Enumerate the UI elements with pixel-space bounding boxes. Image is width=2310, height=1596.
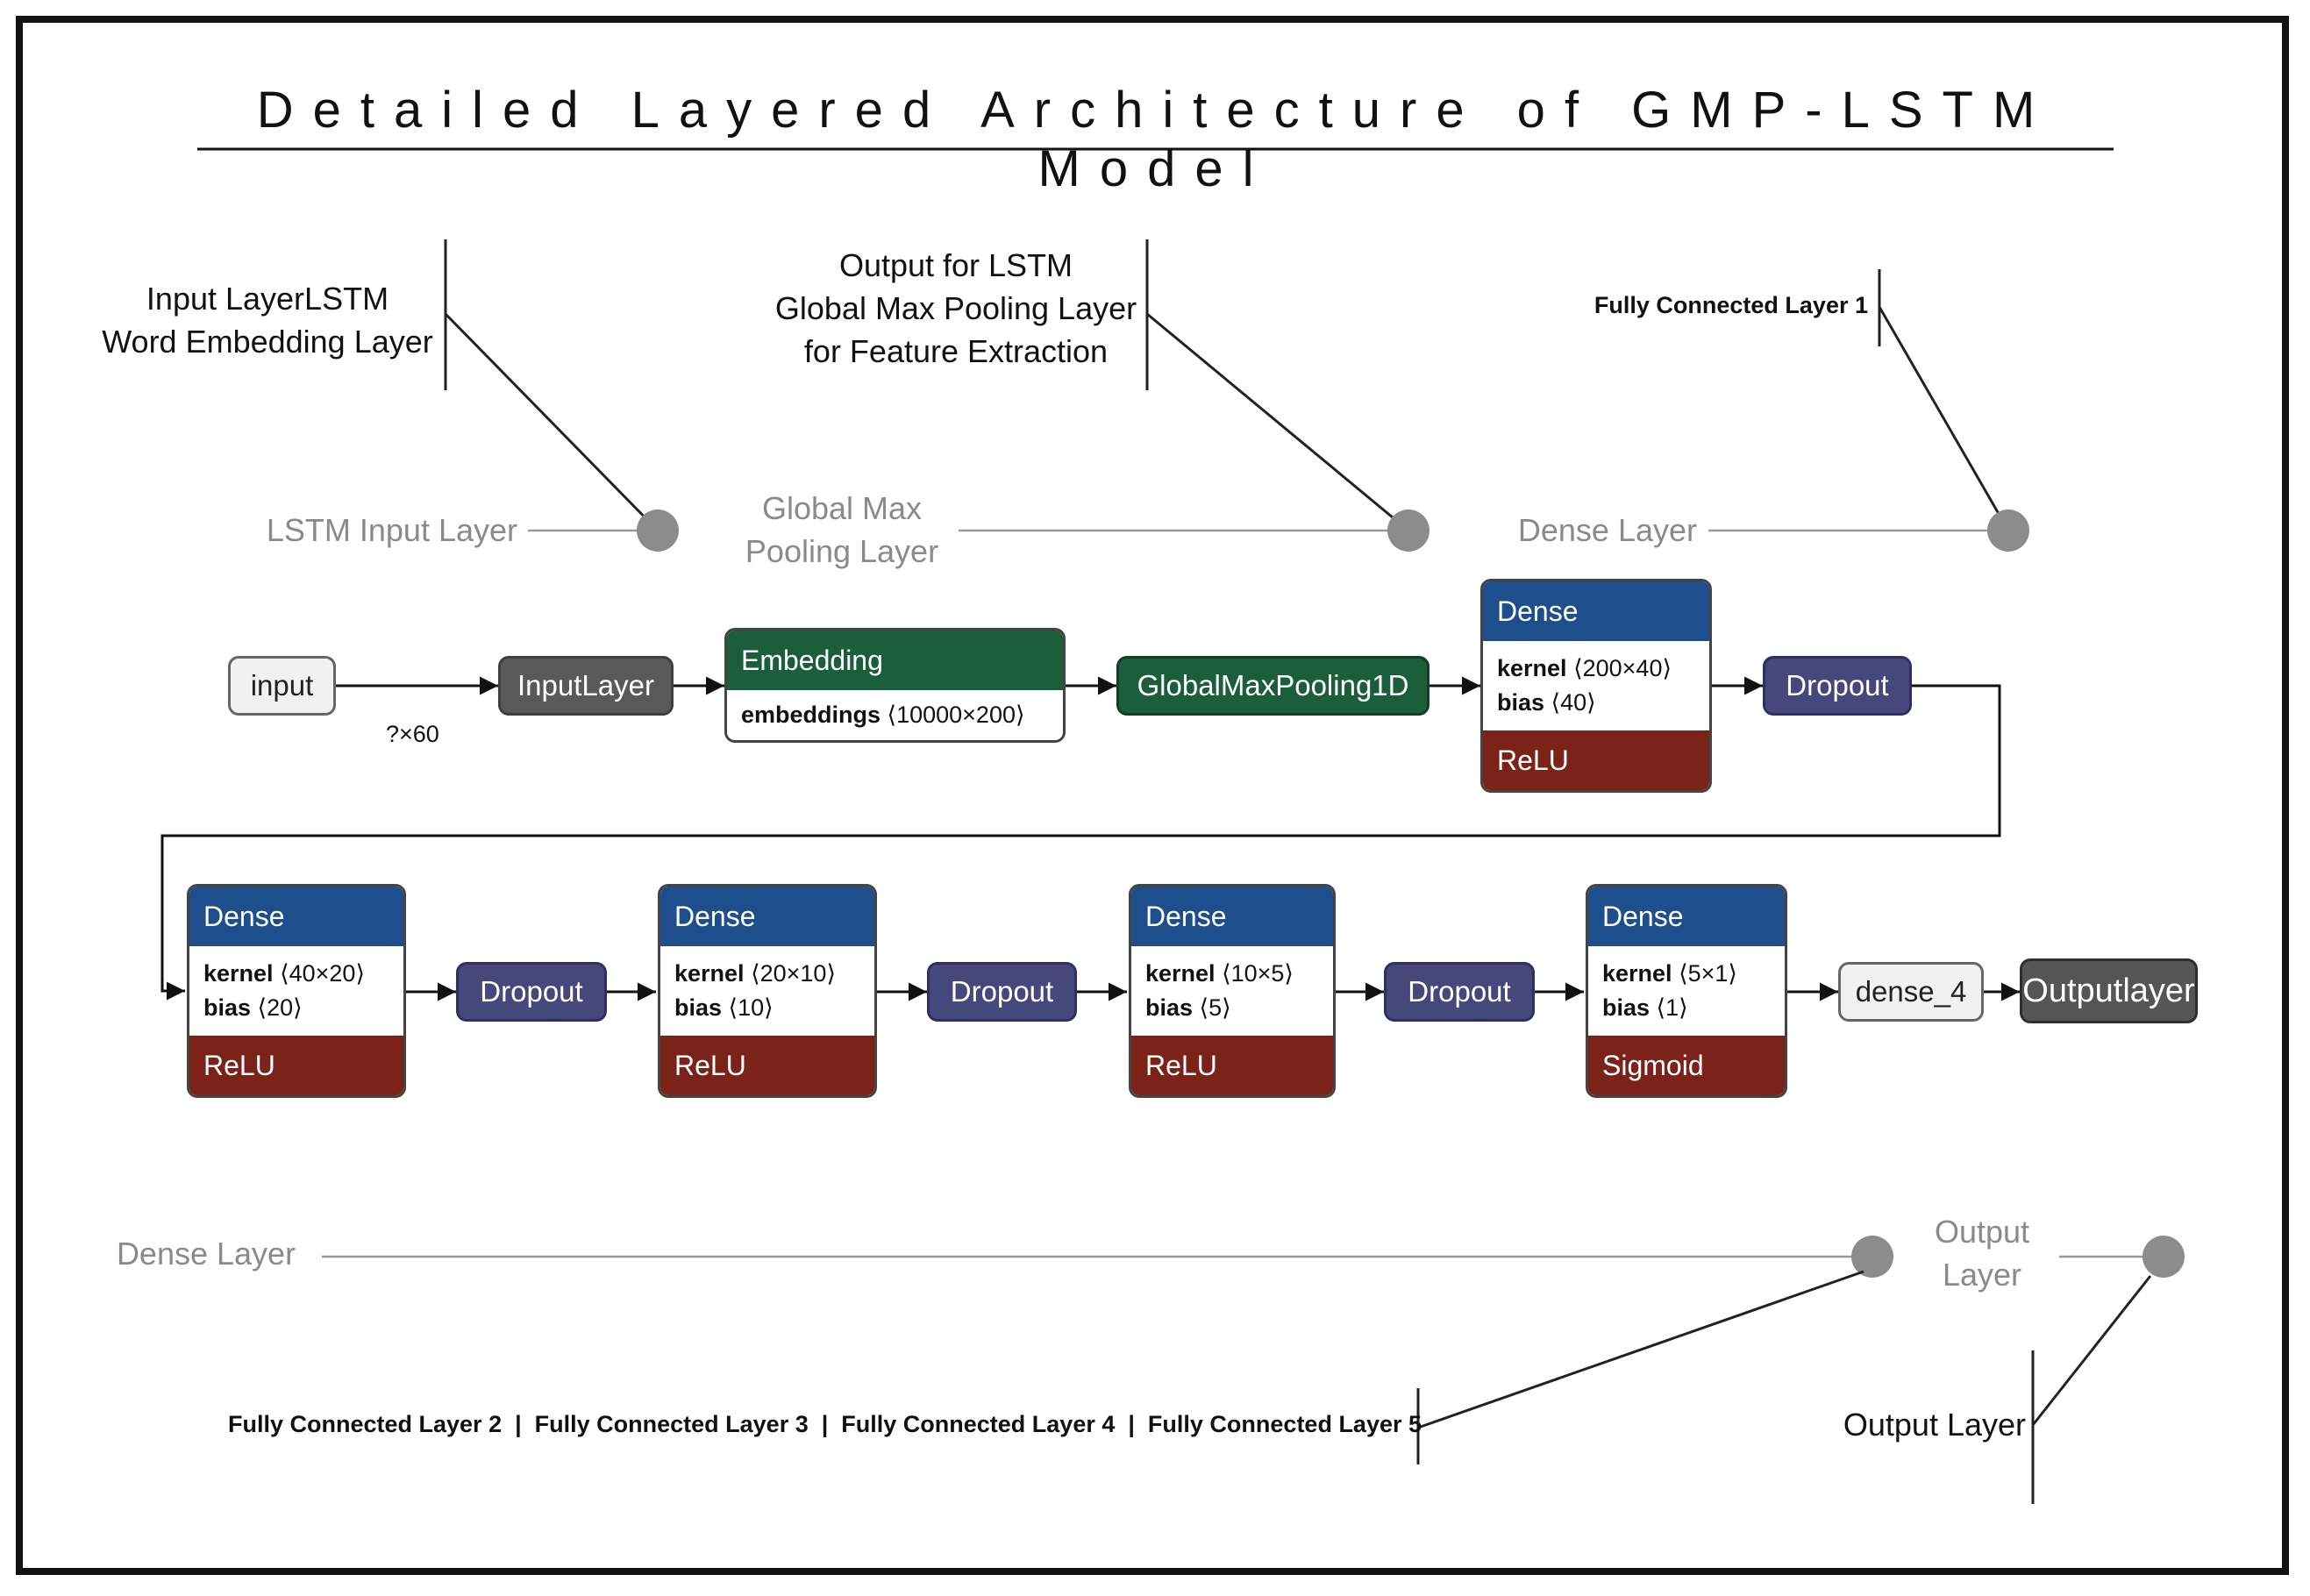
- dense1-kernel-value: ⟨200×40⟩: [1573, 655, 1672, 681]
- annotation-input-line1: Input LayerLSTM: [146, 281, 389, 317]
- dense5-kernel-value: ⟨5×1⟩: [1679, 960, 1737, 987]
- dense5-kernel-row: kernel ⟨5×1⟩: [1602, 960, 1785, 987]
- dense4-kernel-value: ⟨10×5⟩: [1222, 960, 1294, 987]
- callout-leader-input: [444, 312, 659, 532]
- wrap-connector: [160, 684, 2001, 1001]
- dense2-bias-row: bias ⟨20⟩: [203, 994, 403, 1022]
- dense3-header: Dense: [660, 887, 874, 946]
- node-dense3: Dense kernel ⟨20×10⟩ bias ⟨10⟩ ReLU: [658, 884, 877, 1098]
- marker-label-lstm: LSTM Input Layer: [266, 512, 517, 548]
- diagram-title: Detailed Layered Architecture of GMP-LST…: [256, 82, 2055, 197]
- callout-leader-fc-list: [1417, 1270, 1864, 1429]
- annotation-pool: Output for LSTM Global Max Pooling Layer…: [772, 244, 1140, 373]
- marker-dot-dense-bottom: [1851, 1236, 1893, 1278]
- dense4-activation: ReLU: [1131, 1036, 1333, 1095]
- marker-label-output: Output Layer: [1921, 1210, 2043, 1296]
- annotation-pool-line3: for Feature Extraction: [803, 333, 1109, 369]
- marker-label-dense-bottom: Dense Layer: [116, 1236, 296, 1272]
- marker-dot-lstm: [637, 509, 679, 552]
- embedding-param-name: embeddings: [741, 702, 881, 728]
- dense5-kernel-label: kernel: [1602, 960, 1672, 987]
- dense5-header: Dense: [1588, 887, 1785, 946]
- dense4-kernel-row: kernel ⟨10×5⟩: [1145, 960, 1333, 987]
- node-dense4: Dense kernel ⟨10×5⟩ bias ⟨5⟩ ReLU: [1129, 884, 1336, 1098]
- dense4-params: kernel ⟨10×5⟩ bias ⟨5⟩: [1131, 946, 1333, 1036]
- node-outputlayer: Outputlayer: [2020, 958, 2198, 1023]
- node-input: input: [228, 656, 336, 716]
- input-shape-label: ?×60: [386, 721, 439, 747]
- dense1-params: kernel ⟨200×40⟩ bias ⟨40⟩: [1483, 641, 1709, 730]
- dense5-activation: Sigmoid: [1588, 1036, 1785, 1095]
- marker-label-gmp-line2: Pooling Layer: [745, 533, 939, 569]
- dense3-activation: ReLU: [660, 1036, 874, 1095]
- dense2-params: kernel ⟨40×20⟩ bias ⟨20⟩: [189, 946, 403, 1036]
- annotation-input: Input LayerLSTM Word Embedding Layer: [96, 277, 438, 363]
- node-dropout3: Dropout: [927, 962, 1077, 1022]
- marker-label-dense-top: Dense Layer: [1517, 512, 1697, 548]
- dense3-bias-value: ⟨10⟩: [728, 994, 774, 1021]
- annotation-output-layer: Output Layer: [1843, 1407, 2026, 1443]
- annotation-pool-line2: Global Max Pooling Layer: [774, 290, 1137, 326]
- annotation-input-line2: Word Embedding Layer: [102, 324, 433, 360]
- dense3-bias-row: bias ⟨10⟩: [674, 994, 874, 1022]
- dense1-bias-label: bias: [1497, 689, 1545, 716]
- dense5-params: kernel ⟨5×1⟩ bias ⟨1⟩: [1588, 946, 1785, 1036]
- dense3-bias-label: bias: [674, 994, 723, 1021]
- marker-dot-gmp: [1387, 509, 1429, 552]
- node-dropout2: Dropout: [456, 962, 607, 1022]
- dense2-header: Dense: [189, 887, 403, 946]
- callout-leader-output: [2031, 1275, 2152, 1426]
- node-inputlayer: InputLayer: [498, 656, 674, 716]
- dense3-kernel-row: kernel ⟨20×10⟩: [674, 960, 874, 987]
- node-dropout1: Dropout: [1763, 656, 1912, 716]
- embedding-params: embeddings ⟨10000×200⟩: [727, 690, 1063, 740]
- embedding-param-value: ⟨10000×200⟩: [887, 702, 1025, 728]
- node-dense5: Dense kernel ⟨5×1⟩ bias ⟨1⟩ Sigmoid: [1586, 884, 1787, 1098]
- node-dense1: Dense kernel ⟨200×40⟩ bias ⟨40⟩ ReLU: [1480, 579, 1712, 793]
- node-embedding: Embedding embeddings ⟨10000×200⟩: [724, 628, 1066, 743]
- dense3-kernel-value: ⟨20×10⟩: [751, 960, 836, 987]
- dense5-bias-label: bias: [1602, 994, 1651, 1021]
- figure-frame: [16, 16, 2289, 1575]
- dense2-activation: ReLU: [189, 1036, 403, 1095]
- dense1-activation: ReLU: [1483, 730, 1709, 790]
- dense5-bias-value: ⟨1⟩: [1656, 994, 1688, 1021]
- dense4-bias-label: bias: [1145, 994, 1194, 1021]
- marker-label-output-line1: Output: [1934, 1214, 2030, 1250]
- annotation-pool-line1: Output for LSTM: [838, 247, 1073, 283]
- embedding-param-row: embeddings ⟨10000×200⟩: [741, 702, 1063, 729]
- marker-label-gmp-line1: Global Max: [761, 490, 923, 526]
- annotation-fc-list: Fully Connected Layer 2 | Fully Connecte…: [228, 1411, 1422, 1437]
- dense2-bias-value: ⟨20⟩: [257, 994, 303, 1021]
- dense2-bias-label: bias: [203, 994, 252, 1021]
- dense2-kernel-label: kernel: [203, 960, 274, 987]
- dense1-kernel-row: kernel ⟨200×40⟩: [1497, 655, 1709, 682]
- dense3-params: kernel ⟨20×10⟩ bias ⟨10⟩: [660, 946, 874, 1036]
- dense1-header: Dense: [1483, 581, 1709, 641]
- callout-leader-fc1: [1878, 306, 2010, 531]
- dense1-kernel-label: kernel: [1497, 655, 1567, 681]
- annotation-fc1: Fully Connected Layer 1: [1593, 292, 1868, 318]
- callout-leader-pool: [1146, 312, 1409, 532]
- dense5-bias-row: bias ⟨1⟩: [1602, 994, 1785, 1022]
- dense1-bias-row: bias ⟨40⟩: [1497, 689, 1709, 716]
- dense1-bias-value: ⟨40⟩: [1551, 689, 1596, 716]
- marker-label-gmp: Global Max Pooling Layer: [719, 487, 965, 573]
- node-globalmaxpooling1d: GlobalMaxPooling1D: [1116, 656, 1429, 716]
- dense4-bias-row: bias ⟨5⟩: [1145, 994, 1333, 1022]
- node-dense-4: dense_4: [1838, 962, 1984, 1022]
- marker-label-output-line2: Layer: [1942, 1257, 2022, 1293]
- node-dense2: Dense kernel ⟨40×20⟩ bias ⟨20⟩ ReLU: [187, 884, 406, 1098]
- node-dropout4: Dropout: [1384, 962, 1535, 1022]
- dense4-header: Dense: [1131, 887, 1333, 946]
- dense3-kernel-label: kernel: [674, 960, 745, 987]
- embedding-header: Embedding: [727, 631, 1063, 690]
- marker-dot-output: [2142, 1236, 2185, 1278]
- dense2-kernel-value: ⟨40×20⟩: [280, 960, 365, 987]
- dense2-kernel-row: kernel ⟨40×20⟩: [203, 960, 403, 987]
- marker-dot-dense-top: [1987, 509, 2029, 552]
- dense4-bias-value: ⟨5⟩: [1199, 994, 1231, 1021]
- dense4-kernel-label: kernel: [1145, 960, 1216, 987]
